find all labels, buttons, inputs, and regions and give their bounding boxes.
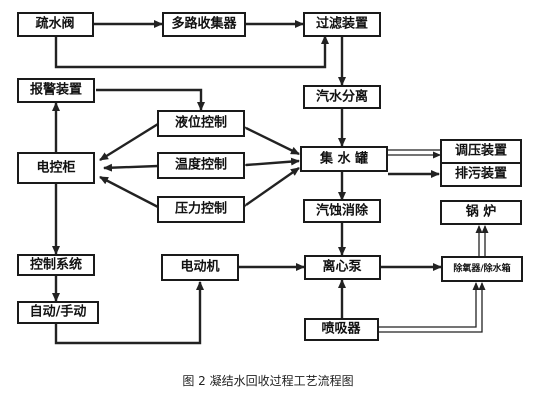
drain-valve-label: 疏水阀 (35, 16, 74, 32)
arrow-tank-pressure-ctrl (237, 167, 300, 213)
level-control-label: 液位控制 (175, 115, 227, 131)
ejector-label: 喷吸器 (321, 321, 361, 337)
node-cabinet: 电控柜 (17, 152, 95, 184)
node-deaerator: 除氧器/除水箱 (441, 256, 523, 282)
vapor-elimination-label: 汽蚀消除 (316, 203, 369, 219)
arrow-temp-ctrl-to-cabinet (103, 163, 159, 172)
arrow-valve-bypass-to-filter (54, 35, 329, 69)
node-vapor-elimination: 汽蚀消除 (303, 199, 381, 223)
multi-collector-label: 多路收集器 (171, 16, 237, 32)
arrow-tank-level-ctrl (237, 120, 300, 156)
node-temp-control: 温度控制 (157, 152, 245, 179)
node-pressure-control: 压力控制 (157, 196, 245, 223)
node-drain-valve: 疏水阀 (17, 12, 94, 37)
control-system-label: 控制系统 (30, 257, 82, 273)
arrow-auto-manual-to-motor (54, 281, 204, 345)
node-separator: 汽水分离 (303, 85, 381, 109)
arrow-ejector-to-deaerator-b (378, 282, 486, 333)
node-boiler: 锅 炉 (440, 200, 522, 225)
deaerator-label: 除氧器/除水箱 (453, 262, 510, 274)
arrow-pressure-ctrl-to-cabinet (99, 175, 159, 209)
figure-caption: 图 2 凝结水回收过程工艺流程图 (182, 373, 353, 388)
arrow-alarm-to-level-ctrl (96, 88, 205, 111)
arrow-level-ctrl-to-cabinet (99, 122, 159, 162)
node-blowdown: 排污装置 (440, 162, 522, 187)
node-filter: 过滤装置 (303, 12, 381, 37)
pressure-control-label: 压力控制 (175, 201, 227, 217)
motor-label: 电动机 (180, 259, 219, 275)
filter-label: 过滤装置 (316, 16, 368, 32)
pump-label: 离心泵 (322, 259, 361, 275)
tank-label: 集 水 罐 (319, 151, 368, 167)
node-control-system: 控制系统 (17, 254, 95, 276)
node-tank: 集 水 罐 (300, 146, 388, 172)
node-alarm: 报警装置 (17, 78, 95, 103)
arrow-tank-temp-ctrl (237, 157, 300, 170)
temp-control-label: 温度控制 (175, 157, 227, 173)
node-auto-manual: 自动/手动 (17, 301, 99, 324)
connectors (52, 20, 489, 345)
node-level-control: 液位控制 (157, 110, 245, 137)
arrow-ejector-to-deaerator-a (378, 282, 480, 328)
node-multi-collector: 多路收集器 (162, 12, 246, 37)
node-pressure-regulator: 调压装置 (440, 139, 522, 164)
auto-manual-label: 自动/手动 (30, 304, 87, 320)
blowdown-label: 排污装置 (455, 166, 507, 182)
pressure-regulator-label: 调压装置 (455, 143, 507, 159)
node-pump: 离心泵 (304, 255, 381, 280)
node-motor: 电动机 (161, 254, 239, 281)
alarm-label: 报警装置 (30, 82, 82, 98)
node-ejector: 喷吸器 (304, 318, 379, 341)
cabinet-label: 电控柜 (36, 160, 75, 176)
boiler-label: 锅 炉 (466, 204, 497, 220)
separator-label: 汽水分离 (316, 89, 368, 105)
